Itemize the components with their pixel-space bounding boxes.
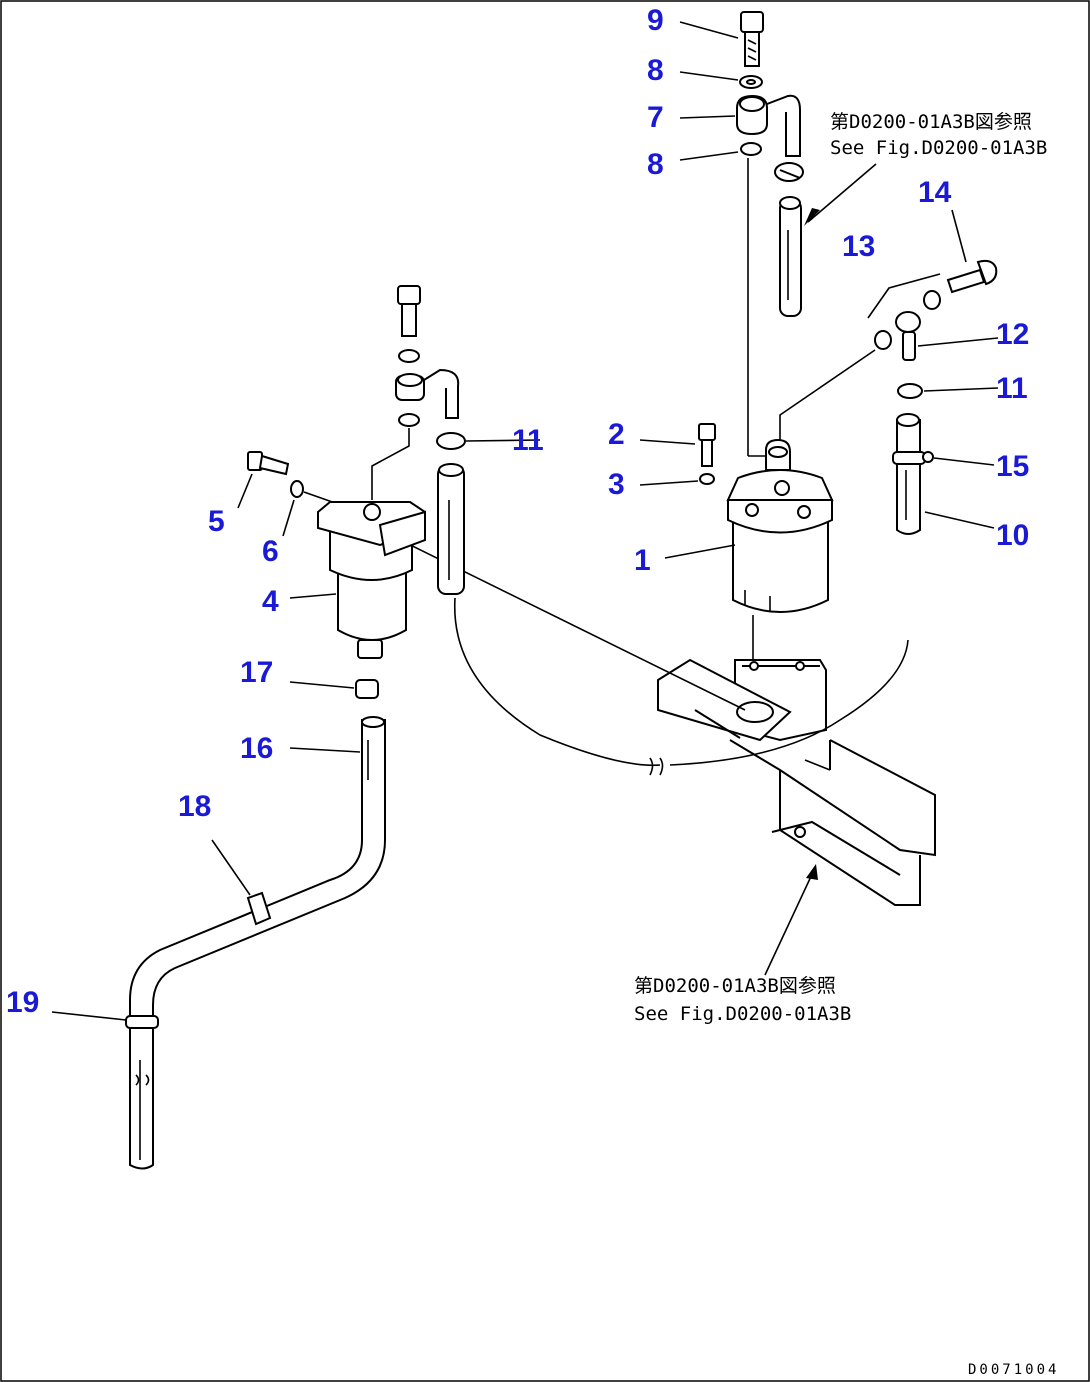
bolt-left — [397, 285, 421, 337]
note-top-en: See Fig.D0200-01A3B — [830, 137, 1047, 159]
callout-9: 9 — [647, 4, 664, 37]
washer-6 — [290, 480, 304, 498]
bracket — [657, 658, 827, 742]
frame-member — [729, 739, 936, 906]
eye-joint-7 — [736, 94, 801, 157]
callout-4: 4 — [262, 585, 279, 618]
note-bottom-jp: 第D0200-01A3B図参照 — [634, 975, 836, 997]
callout-12: 12 — [996, 318, 1029, 351]
eye-joint-left — [395, 368, 460, 419]
callout-3: 3 — [608, 468, 625, 501]
callout-11-right: 11 — [996, 372, 1028, 405]
washer-13b — [874, 330, 892, 350]
callout-14: 14 — [918, 176, 952, 209]
note-bottom-en: See Fig.D0200-01A3B — [634, 1003, 851, 1025]
washer-3 — [699, 473, 715, 485]
callout-8-bottom: 8 — [647, 148, 664, 181]
clamp-15 — [892, 451, 934, 465]
washer-13a — [923, 290, 941, 310]
filter-1 — [726, 438, 834, 613]
bolt-5 — [247, 451, 290, 476]
callout-8-top: 8 — [647, 54, 664, 87]
washer-8-top — [739, 75, 763, 89]
washer-8-bottom — [740, 142, 762, 156]
frame-plate — [771, 820, 901, 876]
figure-code: D0071004 — [968, 1362, 1059, 1378]
bolt-2 — [698, 423, 716, 467]
filter-4 — [317, 501, 426, 659]
hose-16 — [129, 716, 386, 1170]
clip-upper — [774, 162, 804, 182]
callout-18: 18 — [178, 790, 211, 823]
clamp-19 — [125, 1015, 159, 1029]
leader-lines — [51, 21, 999, 1021]
callout-19: 19 — [6, 986, 39, 1019]
callout-5: 5 — [208, 505, 225, 538]
hose-10 — [896, 413, 921, 535]
callout-7: 7 — [647, 101, 664, 134]
callout-16: 16 — [240, 732, 273, 765]
washer-left-bottom — [398, 413, 420, 427]
clamp-18 — [246, 891, 272, 926]
callout-1: 1 — [634, 544, 651, 577]
bolt-14 — [946, 259, 998, 294]
callout-13: 13 — [842, 230, 875, 263]
hose-left — [437, 463, 465, 595]
washer-left-top — [398, 349, 420, 363]
clip-11-left — [436, 432, 466, 450]
bolt-9 — [740, 11, 764, 67]
callout-10: 10 — [996, 519, 1029, 552]
fitting-17 — [355, 679, 379, 699]
eye-joint-12 — [895, 311, 921, 361]
callout-11-left: 11 — [512, 424, 544, 457]
note-top-jp: 第D0200-01A3B図参照 — [830, 111, 1032, 133]
callout-2: 2 — [608, 418, 625, 451]
callout-6: 6 — [262, 535, 279, 568]
callout-15: 15 — [996, 450, 1029, 483]
clip-11-right — [897, 383, 923, 399]
callout-17: 17 — [240, 656, 273, 689]
hose-upper — [779, 196, 802, 317]
